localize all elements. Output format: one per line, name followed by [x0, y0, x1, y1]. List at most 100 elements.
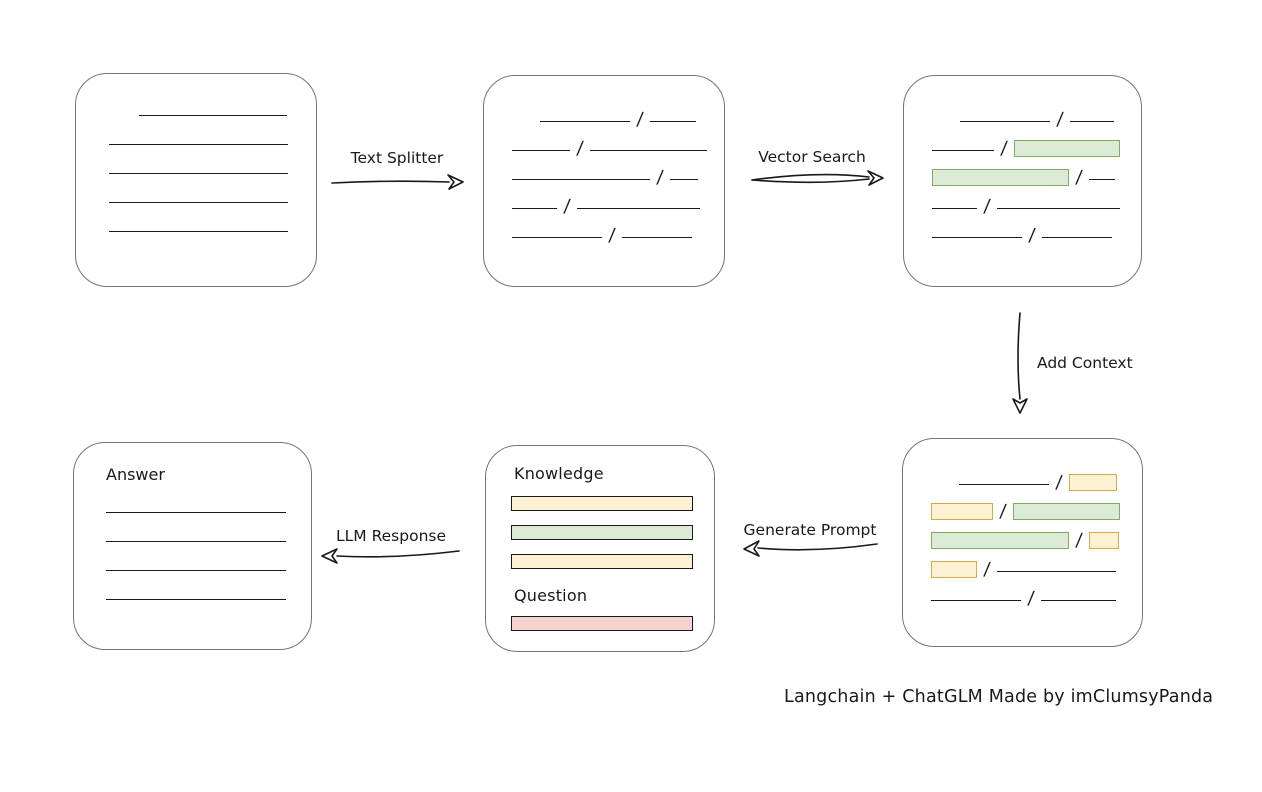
text-fragment-row: / — [932, 215, 1141, 246]
text-line — [932, 208, 977, 209]
text-line — [932, 150, 994, 151]
yellow-highlight-chunk — [931, 561, 977, 578]
text-line — [1041, 600, 1117, 601]
yellow-highlight-chunk — [931, 503, 993, 520]
prompt-box: Knowledge Question — [485, 445, 715, 652]
text-fragment-row: / — [932, 128, 1141, 159]
slash-separator: / — [1055, 109, 1065, 130]
text-line — [109, 202, 288, 203]
context-chunks-box: / / / / / — [902, 438, 1143, 647]
source-document-box — [75, 73, 317, 287]
green-highlight-chunk — [1013, 503, 1121, 520]
prompt-content: Knowledge Question — [486, 446, 714, 631]
question-label: Question — [514, 586, 588, 605]
text-line — [622, 237, 693, 238]
green-bar — [511, 525, 693, 540]
text-line — [590, 150, 708, 151]
slash-separator: / — [607, 225, 617, 246]
text-fragment-row: / — [512, 157, 724, 188]
text-fragment-row: / — [512, 128, 724, 159]
text-fragment-row — [106, 490, 311, 519]
question-bars — [511, 616, 714, 631]
text-line — [106, 512, 286, 513]
text-fragment-row: / — [931, 549, 1142, 580]
text-fragment-row — [106, 519, 311, 548]
text-line — [512, 179, 650, 180]
text-line — [106, 570, 286, 571]
text-splitter-label: Text Splitter — [350, 149, 444, 167]
text-fragment-row — [109, 122, 316, 151]
text-line — [512, 237, 602, 238]
diagram-caption: Langchain + ChatGLM Made by imClumsyPand… — [784, 687, 1214, 707]
text-line — [109, 231, 288, 232]
text-fragment-row — [106, 577, 311, 606]
text-line — [1070, 121, 1115, 122]
text-fragment-row: / — [932, 186, 1141, 217]
green-highlight-chunk — [1014, 140, 1121, 157]
text-line — [1089, 179, 1116, 180]
red-bar — [511, 616, 693, 631]
text-fragment-row — [109, 93, 316, 122]
text-fragment-row: / — [932, 157, 1141, 188]
llm-response-label: LLM Response — [335, 527, 447, 545]
text-line — [512, 150, 570, 151]
slash-separator: / — [1027, 225, 1037, 246]
text-splitter-arrowhead — [447, 174, 464, 190]
slash-separator: / — [635, 109, 645, 130]
generate-prompt-arrowhead — [743, 540, 760, 557]
text-fragment-row: / — [931, 462, 1142, 493]
generate-prompt-label: Generate Prompt — [743, 521, 877, 539]
text-line — [1042, 237, 1113, 238]
yellow-bar — [511, 496, 693, 511]
vector-matches-rows: ///// — [904, 76, 1141, 246]
text-fragment-row: / — [512, 186, 724, 217]
slash-separator: / — [982, 559, 992, 580]
vector-matches-box: ///// — [903, 75, 1142, 287]
document-lines — [76, 74, 316, 238]
text-line — [997, 208, 1121, 209]
text-line — [109, 144, 288, 145]
text-line — [512, 208, 557, 209]
add-context-arrowhead — [1012, 398, 1028, 414]
answer-lines — [74, 443, 311, 606]
text-fragment-row: / — [931, 578, 1142, 609]
vector-search-arrow-shaft-bottom — [751, 178, 870, 184]
green-highlight-chunk — [931, 532, 1069, 549]
slash-separator: / — [999, 138, 1009, 159]
text-fragment-row: / — [512, 215, 724, 246]
text-line — [540, 121, 630, 122]
text-fragment-row — [109, 180, 316, 209]
knowledge-label: Knowledge — [514, 464, 604, 483]
slash-separator: / — [1074, 530, 1084, 551]
context-chunks-rows: / / / / / — [903, 439, 1142, 609]
text-line — [997, 571, 1117, 572]
text-line — [932, 237, 1022, 238]
vector-search-arrow-shaft-top — [751, 173, 870, 181]
text-line — [106, 599, 286, 600]
text-line — [670, 179, 699, 180]
yellow-highlight-chunk — [1069, 474, 1118, 491]
vector-search-label: Vector Search — [758, 148, 866, 166]
answer-label: Answer — [106, 465, 165, 484]
knowledge-bars — [511, 496, 714, 569]
text-fragment-row: / — [932, 99, 1141, 130]
text-fragment-row: / — [931, 520, 1142, 551]
slash-separator: / — [998, 501, 1008, 522]
text-fragment-row — [106, 548, 311, 577]
yellow-bar — [511, 554, 693, 569]
add-context-arrow-shaft — [1017, 312, 1021, 400]
slash-separator: / — [1026, 588, 1036, 609]
slash-separator: / — [562, 196, 572, 217]
add-context-label: Add Context — [1037, 354, 1133, 372]
answer-box: Answer — [73, 442, 312, 650]
text-fragment-row — [109, 151, 316, 180]
green-highlight-chunk — [932, 169, 1069, 186]
text-fragment-row: / — [512, 99, 724, 130]
slash-separator: / — [1074, 167, 1084, 188]
split-text-rows: ///// — [484, 76, 724, 246]
llm-response-arrow-shaft — [336, 550, 460, 558]
text-splitter-arrow-shaft — [331, 180, 450, 184]
text-fragment-row: / — [931, 491, 1142, 522]
slash-separator: / — [655, 167, 665, 188]
